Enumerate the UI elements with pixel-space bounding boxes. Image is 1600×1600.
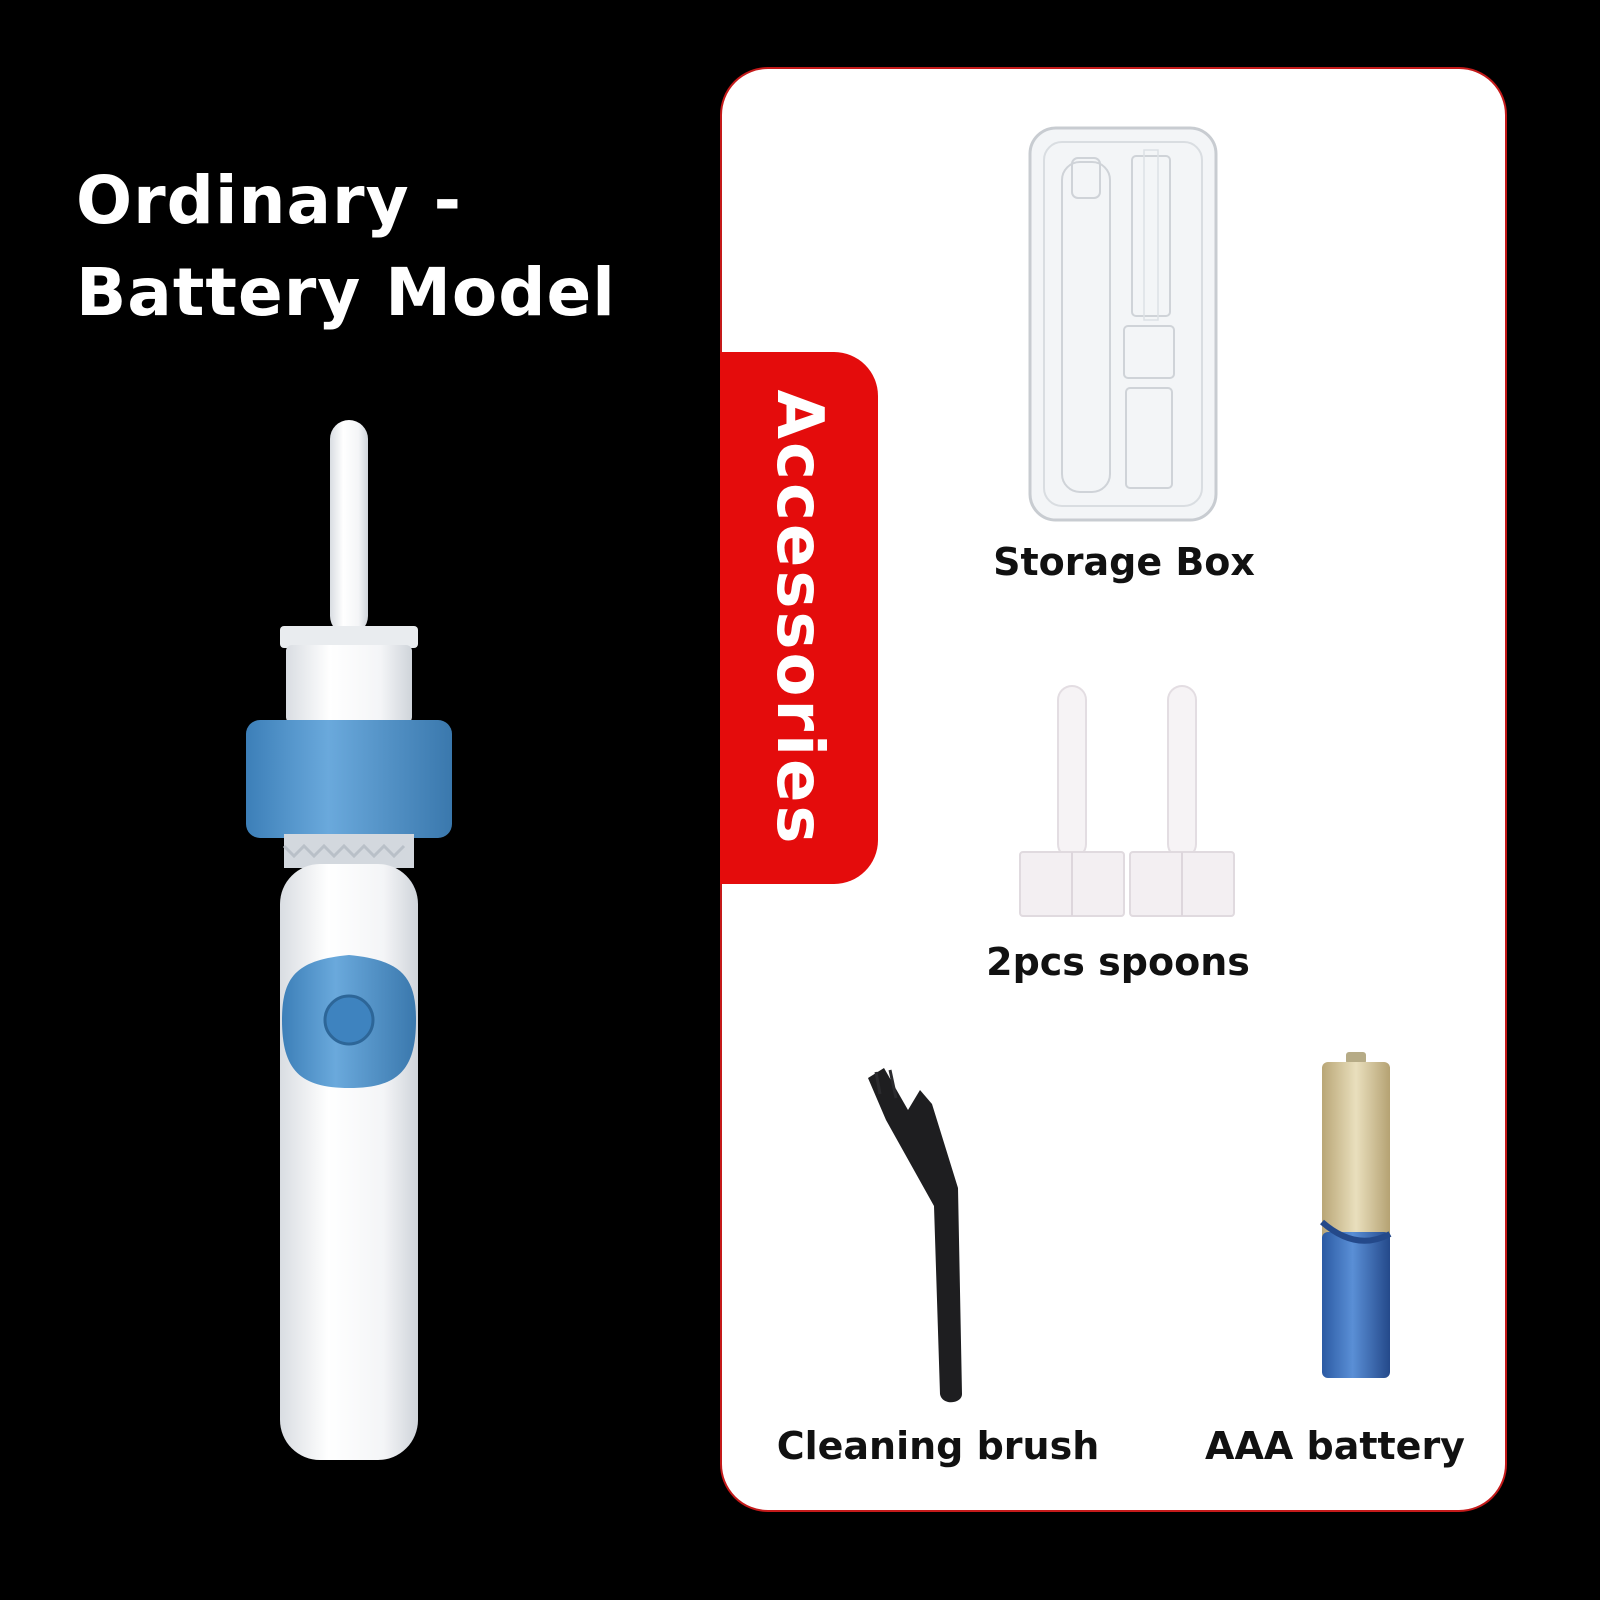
accessories-tab-label: Accessories [762,389,836,847]
storage-box-label: Storage Box [993,540,1255,584]
product-title-line-2: Battery Model [76,254,616,331]
product-title-line-1: Ordinary - [76,162,462,239]
spoons-label: 2pcs spoons [986,940,1250,984]
spoon-icon [1019,685,1125,917]
brush-label: Cleaning brush [776,1424,1100,1468]
spoon-icon [1129,685,1235,917]
product-title: Ordinary - Battery Model [76,155,616,339]
storage-box-icon [1028,126,1218,522]
accessories-tab [720,352,878,884]
battery-label: AAA battery [1205,1424,1465,1468]
brush-icon [868,1068,962,1403]
ear-cleaner-device-icon [246,420,452,1460]
battery-icon [1320,1052,1392,1378]
